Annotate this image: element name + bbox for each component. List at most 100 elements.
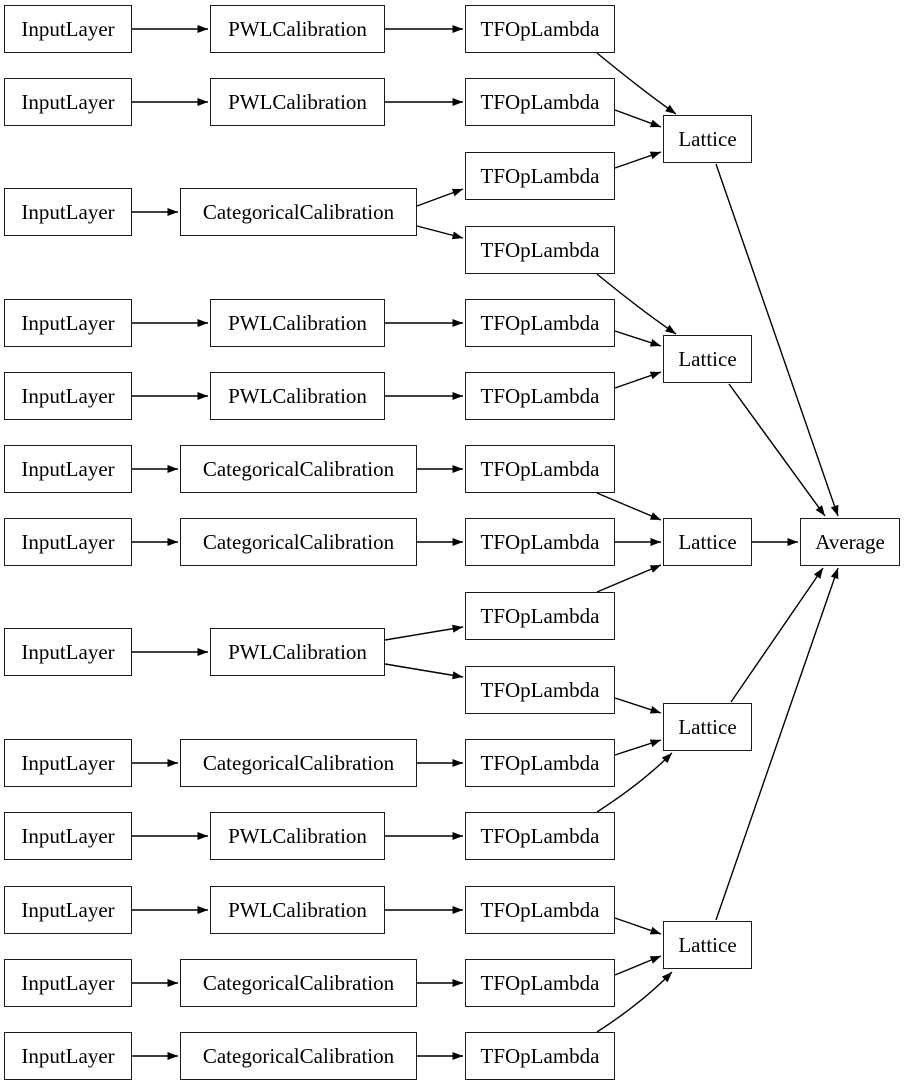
- node-il7: InputLayer: [4, 518, 132, 566]
- node-label: PWLCalibration: [228, 383, 367, 408]
- node-label: CategoricalCalibration: [202, 456, 395, 481]
- node-label: Lattice: [678, 126, 737, 151]
- node-label: TFOpLambda: [480, 163, 600, 188]
- node-tf5: TFOpLambda: [465, 299, 615, 347]
- node-il6: InputLayer: [4, 445, 132, 493]
- node-cal13: CategoricalCalibration: [180, 1032, 417, 1080]
- node-il12: InputLayer: [4, 959, 132, 1007]
- node-il5: InputLayer: [4, 372, 132, 420]
- node-il2: InputLayer: [4, 78, 132, 126]
- node-il13: InputLayer: [4, 1032, 132, 1080]
- edge-lat1-avg: [715, 163, 839, 517]
- node-label: InputLayer: [21, 16, 115, 41]
- node-label: TFOpLambda: [480, 529, 600, 554]
- node-label: PWLCalibration: [228, 16, 367, 41]
- node-il9: InputLayer: [4, 739, 132, 787]
- node-label: CategoricalCalibration: [202, 750, 395, 775]
- node-label: InputLayer: [21, 310, 115, 335]
- node-label: Lattice: [678, 529, 737, 554]
- edge-tf2-lat1: [614, 109, 662, 128]
- node-tf14: TFOpLambda: [465, 959, 615, 1007]
- node-tf2: TFOpLambda: [465, 78, 615, 126]
- edge-tf1-lat1: [596, 52, 677, 115]
- node-label: CategoricalCalibration: [202, 199, 395, 224]
- node-il8: InputLayer: [4, 628, 132, 676]
- node-avg: Average: [800, 518, 900, 566]
- node-cal7: CategoricalCalibration: [180, 518, 417, 566]
- edge-tf4-lat2: [596, 273, 677, 335]
- node-cal9: CategoricalCalibration: [180, 739, 417, 787]
- node-cal12: CategoricalCalibration: [180, 959, 417, 1007]
- node-label: InputLayer: [21, 456, 115, 481]
- node-label: TFOpLambda: [480, 897, 600, 922]
- edge-lat2-avg: [728, 383, 826, 517]
- edge-tf5-lat2: [614, 330, 662, 347]
- node-cal1: PWLCalibration: [210, 5, 385, 53]
- node-lat2: Lattice: [663, 335, 752, 383]
- node-cal4: PWLCalibration: [210, 299, 385, 347]
- node-label: PWLCalibration: [228, 823, 367, 848]
- edge-tf6-lat2: [614, 371, 662, 389]
- node-label: Lattice: [678, 714, 737, 739]
- node-lat4: Lattice: [663, 703, 752, 751]
- node-label: CategoricalCalibration: [202, 529, 395, 554]
- node-label: PWLCalibration: [228, 310, 367, 335]
- node-tf15: TFOpLambda: [465, 1032, 615, 1080]
- node-label: TFOpLambda: [480, 823, 600, 848]
- node-lat3: Lattice: [663, 518, 752, 566]
- node-tf1: TFOpLambda: [465, 5, 615, 53]
- node-cal10: PWLCalibration: [210, 812, 385, 860]
- node-label: InputLayer: [21, 897, 115, 922]
- node-label: InputLayer: [21, 199, 115, 224]
- node-tf6: TFOpLambda: [465, 372, 615, 420]
- node-label: InputLayer: [21, 89, 115, 114]
- edge-tf7-lat3: [596, 492, 662, 521]
- node-cal3: CategoricalCalibration: [180, 188, 417, 236]
- node-lat5: Lattice: [663, 921, 752, 969]
- node-cal5: PWLCalibration: [210, 372, 385, 420]
- node-label: PWLCalibration: [228, 89, 367, 114]
- node-label: InputLayer: [21, 823, 115, 848]
- node-label: TFOpLambda: [480, 310, 600, 335]
- node-cal11: PWLCalibration: [210, 886, 385, 934]
- edge-tf9-lat3: [596, 564, 662, 593]
- edge-tf15-lat5: [596, 971, 673, 1033]
- node-il11: InputLayer: [4, 886, 132, 934]
- node-il10: InputLayer: [4, 812, 132, 860]
- node-tf13: TFOpLambda: [465, 886, 615, 934]
- edge-tf11-lat4: [614, 739, 662, 756]
- node-cal2: PWLCalibration: [210, 78, 385, 126]
- node-label: TFOpLambda: [480, 237, 600, 262]
- node-cal6: CategoricalCalibration: [180, 445, 417, 493]
- node-il4: InputLayer: [4, 299, 132, 347]
- node-tf10: TFOpLambda: [465, 666, 615, 714]
- node-il3: InputLayer: [4, 188, 132, 236]
- edge-tf14-lat5: [614, 955, 662, 976]
- node-il1: InputLayer: [4, 5, 132, 53]
- node-label: TFOpLambda: [480, 383, 600, 408]
- node-lat1: Lattice: [663, 115, 752, 163]
- node-label: PWLCalibration: [228, 897, 367, 922]
- node-label: TFOpLambda: [480, 603, 600, 628]
- node-label: TFOpLambda: [480, 750, 600, 775]
- node-label: TFOpLambda: [480, 970, 600, 995]
- node-label: TFOpLambda: [480, 1043, 600, 1068]
- node-tf11: TFOpLambda: [465, 739, 615, 787]
- edge-tf13-lat5: [614, 917, 662, 935]
- edge-tf12-lat4: [596, 752, 673, 813]
- node-label: CategoricalCalibration: [202, 970, 395, 995]
- edge-cal3-tf3: [416, 188, 464, 207]
- edge-lat5-avg: [715, 567, 839, 921]
- node-label: InputLayer: [21, 750, 115, 775]
- node-label: InputLayer: [21, 639, 115, 664]
- edge-cal8-tf9: [384, 624, 464, 641]
- edge-tf3-lat1: [614, 151, 662, 169]
- node-label: Average: [815, 529, 885, 554]
- edge-cal3-tf4: [416, 225, 464, 240]
- edge-tf10-lat4: [614, 697, 662, 714]
- node-label: CategoricalCalibration: [202, 1043, 395, 1068]
- node-tf8: TFOpLambda: [465, 518, 615, 566]
- node-label: Lattice: [678, 346, 737, 371]
- node-label: InputLayer: [21, 970, 115, 995]
- node-label: InputLayer: [21, 383, 115, 408]
